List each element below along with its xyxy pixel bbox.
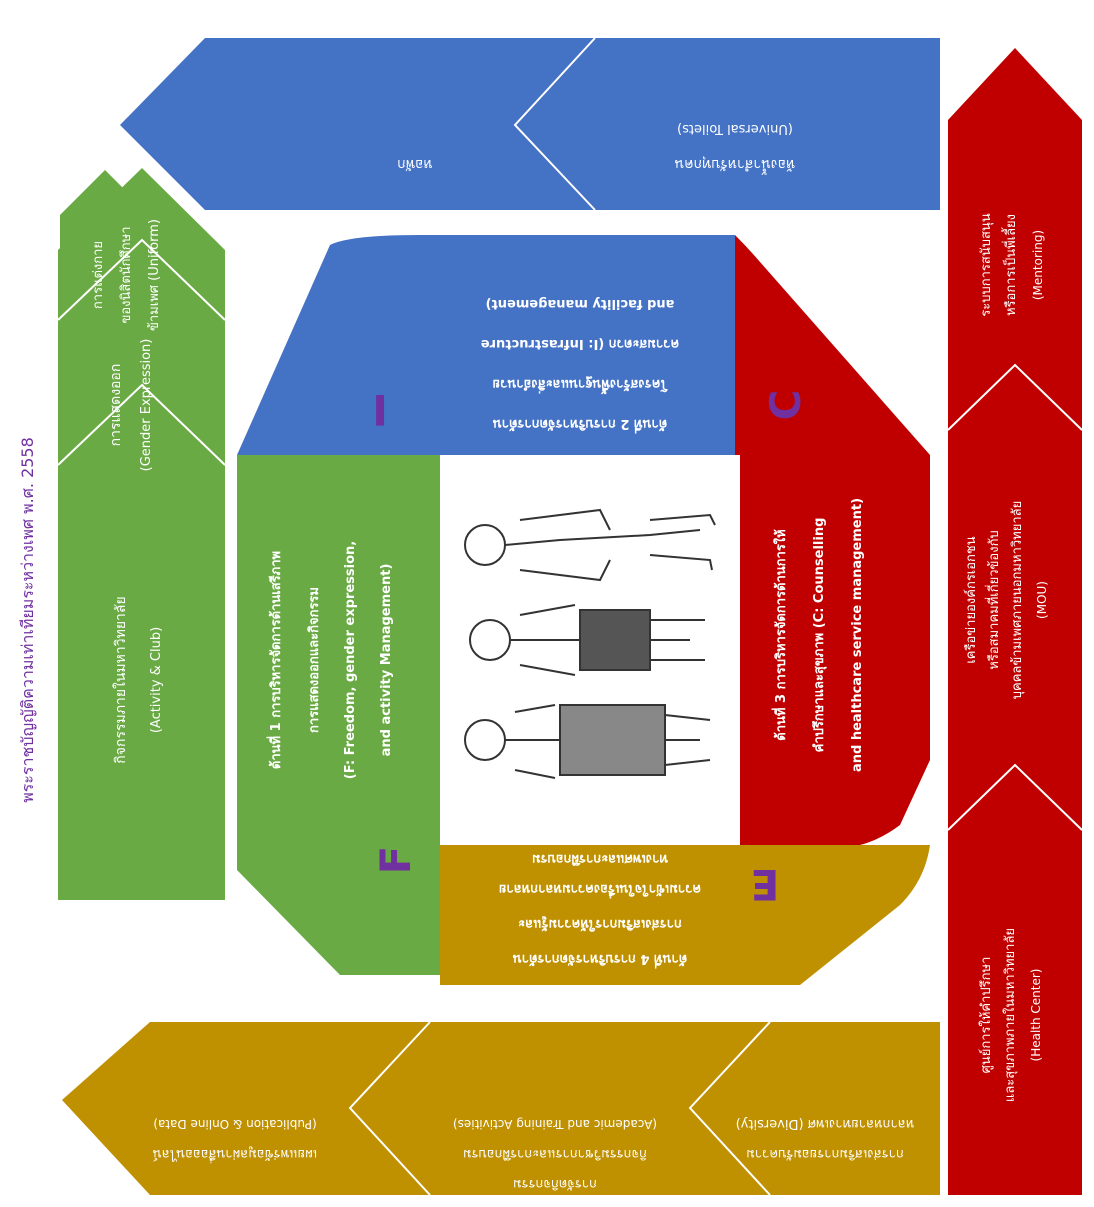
red-band-main (948, 48, 1082, 1195)
blue-band-main (120, 38, 940, 210)
red-band: ระบบการสนับสนุน หรือการเป็นพี่เลี้ยง (Me… (947, 48, 1083, 1195)
quadrant-f-line1: ด้านที่ 1 การบริหารจัดการด้านเสรีภาพ (266, 551, 284, 769)
quadrant-e-text: E ด้านที่ 4 การบริหารจัดการด้าน การส่งเส… (497, 824, 779, 969)
blue-band: หอพัก ห้องน้ำสำหรับทุกคน (Universal Toil… (120, 37, 940, 211)
green-item-activity-sub: (Activity & Club) (149, 627, 164, 733)
gold-separator-2 (688, 1021, 771, 1196)
quadrant-i-letter: I (372, 385, 388, 434)
quadrant-f-line4: and activity Management) (379, 564, 394, 757)
gold-item-diversity-label: การส่งเสริมการยอมรับความ (746, 1146, 904, 1161)
gold-separator-1 (348, 1021, 431, 1196)
central-octagon (237, 235, 930, 985)
green-separator-1 (57, 383, 226, 466)
green-item-expression-sub: (Gender Expression) (139, 339, 154, 472)
gold-band: การส่งเสริมการยอมรับความ หลากหลายทางเพศ … (62, 1021, 940, 1196)
quadrant-f (237, 455, 440, 975)
diagram-title: พระราชบัญญัติความเท่าเทียมระหว่างเพศ พ.ศ… (18, 437, 37, 803)
green-item-activity-label: กิจกรรมภายในมหาวิทยาลัย (112, 596, 129, 763)
quadrant-f-letter: F (371, 846, 420, 875)
blue-item-dorm-label: หอพัก (397, 156, 432, 172)
quadrant-i (237, 235, 735, 455)
red-item-health-sub: (Health Center) (1029, 969, 1043, 1062)
quadrant-i-line2: โครงสร้างพื้นฐานและสิ่งอำนวย (493, 375, 669, 395)
red-item-mentoring-label: ระบบการสนับสนุน (979, 213, 994, 317)
blue-item-toilets-label: ห้องน้ำสำหรับทุกคน (674, 156, 795, 175)
quadrant-c (735, 235, 930, 845)
quadrant-e-line4: ทางเพศและการฝึกอบรม (532, 851, 668, 867)
quadrant-i-line1: ด้านที่ 2 การบริหารจัดการด้าน (493, 416, 667, 434)
green-item-uniform-sub: ข้ามเพศ (Uniform) (147, 219, 162, 331)
green-item-uniform-label2: ของนิสิตนักศึกษา (119, 226, 134, 323)
red-separator-2 (947, 763, 1083, 831)
quadrant-f-line3: (F: Freedom, gender expression, (343, 541, 358, 779)
red-item-mou-label: เครือข่ายองค์กรเอกชน (963, 536, 979, 663)
green-item-uniform-label: การแต่งกาย (91, 241, 106, 309)
red-item-mentoring-label2: หรือการเป็นพี่เลี้ยง (1001, 214, 1019, 316)
gold-item-academic-label: กิจกรรมวิชาการและการฝึกอบรม (463, 1146, 647, 1161)
gold-item-publication-label2: (Publication & Online Data) (153, 1117, 316, 1131)
gold-item-diversity-label2: หลากหลายทางเพศ (Diversity) (736, 1116, 915, 1131)
green-item-expression-label: การแสดงออก (108, 364, 124, 447)
quadrant-e-line1: ด้านที่ 4 การบริหารจัดการด้าน (513, 951, 687, 969)
red-item-health-label2: และสุขภาพภายในมหาวิทยาลัย (1002, 928, 1018, 1102)
quadrant-c-letter: C (761, 390, 810, 421)
quadrant-c-text: C ด้านที่ 3 การบริหารจัดการด้านการให้ คำ… (761, 390, 865, 772)
quadrant-e-line3: ความเข้าใจในเรื่องความหลากหลาย (499, 881, 701, 899)
quadrant-f-line2: การแสดงออกและกิจกรรม (307, 587, 322, 733)
blue-item-toilets-sub: (Universal Toilets) (677, 121, 793, 136)
gold-item-publication-label: เผยแพร่ข้อมูลผ่านสื่อออนไลน์ (153, 1146, 317, 1163)
red-item-mou-sub: (MOU) (1035, 581, 1049, 619)
red-item-mou-label2: หรือสมาคมที่เกี่ยวข้องกับ (985, 530, 1002, 669)
quadrant-c-line2: คำปรึกษาและสุขภาพ (C: Counselling (811, 518, 827, 753)
red-item-health-label: ศูนย์การให้คำปรึกษา (978, 957, 994, 1074)
red-item-mou-label3: บุคคลข้ามเพศภายนอกมหาวิทยาลัย (1010, 501, 1025, 700)
green-band: กิจกรรมภายในมหาวิทยาลัย (Activity & Club… (57, 168, 226, 900)
green-separator-2 (57, 238, 226, 321)
quadrant-e-letter: E (751, 860, 780, 909)
red-item-mentoring-sub: (Mentoring) (1031, 230, 1045, 300)
green-band-main (58, 168, 225, 900)
quadrant-c-line1: ด้านที่ 3 การบริหารจัดการด้านการให้ (771, 529, 789, 740)
blue-separator (513, 37, 596, 211)
quadrant-i-line4: and facility management) (486, 296, 675, 311)
quadrant-f-text: F ด้านที่ 1 การบริหารจัดการด้านเสรีภาพ ก… (266, 541, 420, 875)
gold-item-academic-label2: (Academic and Training Activities) (453, 1117, 657, 1131)
quadrant-i-text: I ด้านที่ 2 การบริหารจัดการด้าน โครงสร้า… (372, 296, 679, 434)
quadrant-c-line3: and healthcare service management) (850, 498, 865, 772)
quadrant-e-line5: (E: Educational and training (497, 824, 702, 839)
people-illustration (464, 508, 716, 779)
quadrant-e-line2: การส่งเสริมการให้ความรู้และ (518, 916, 682, 933)
quadrant-i-line3: ความสะดวก (I: Infrastructure (481, 336, 680, 351)
gold-band-main (62, 1022, 940, 1195)
gold-item-academic-header: การจัดกิจกรรม (513, 1176, 597, 1191)
quadrant-e (440, 845, 930, 985)
red-separator-1 (947, 363, 1083, 431)
